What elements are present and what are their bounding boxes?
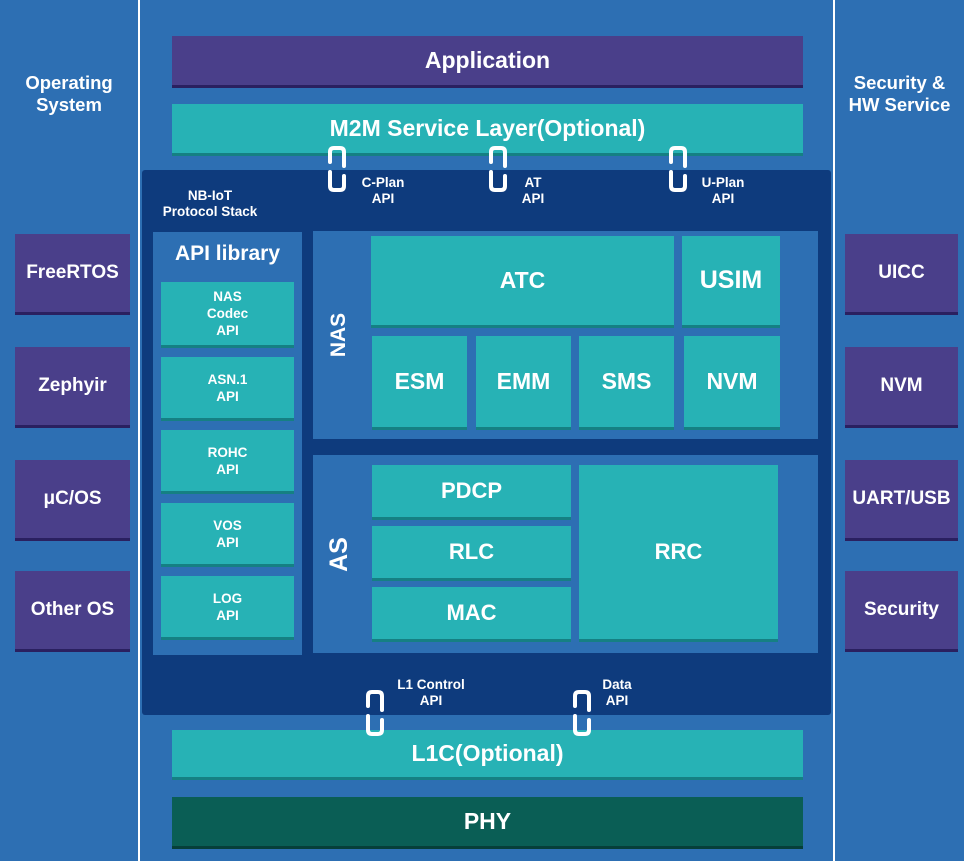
api-asn1: ASN.1 API xyxy=(161,357,294,421)
nas-label: NAS xyxy=(313,231,365,439)
os-other: Other OS xyxy=(15,571,130,652)
security-column-title: Security & HW Service xyxy=(848,72,951,115)
at-link-icon xyxy=(489,146,507,192)
os-column-title: Operating System xyxy=(25,72,113,115)
l1-control-link-icon xyxy=(366,690,384,736)
nas-emm: EMM xyxy=(476,336,571,430)
nas-esm: ESM xyxy=(372,336,467,430)
api-log: LOG API xyxy=(161,576,294,640)
api-vos: VOS API xyxy=(161,503,294,567)
application-bar: Application xyxy=(172,36,803,88)
nas-usim: USIM xyxy=(682,236,780,328)
nas-atc: ATC xyxy=(371,236,674,328)
data-link-icon xyxy=(573,690,591,736)
as-rlc: RLC xyxy=(372,526,571,581)
as-pdcp: PDCP xyxy=(372,465,571,520)
nas-nvm: NVM xyxy=(684,336,780,430)
nas-label-text: NAS xyxy=(327,312,350,358)
hw-uart-usb: UART/USB xyxy=(845,460,958,541)
l1c-bar: L1C(Optional) xyxy=(172,730,803,780)
as-rrc: RRC xyxy=(579,465,778,642)
os-freertos: FreeRTOS xyxy=(15,234,130,315)
m2m-service-layer: M2M Service Layer(Optional) xyxy=(172,104,803,156)
api-rohc: ROHC API xyxy=(161,430,294,494)
security-column xyxy=(835,0,964,861)
l1-control-api-label: L1 Control API xyxy=(397,677,465,708)
hw-security: Security xyxy=(845,571,958,652)
phy-bar: PHY xyxy=(172,797,803,849)
protocol-stack-title: NB-IoT Protocol Stack xyxy=(162,188,258,219)
data-api-label: Data API xyxy=(602,677,632,708)
api-library-title: API library xyxy=(174,242,281,265)
c-plan-link-icon xyxy=(328,146,346,192)
hw-uicc: UICC xyxy=(845,234,958,315)
os-column xyxy=(0,0,138,861)
u-plan-api-label: U-Plan API xyxy=(701,175,745,206)
u-plan-link-icon xyxy=(669,146,687,192)
os-ucos: μC/OS xyxy=(15,460,130,541)
c-plan-api-label: C-Plan API xyxy=(361,175,405,206)
os-zephyir: Zephyir xyxy=(15,347,130,428)
as-mac: MAC xyxy=(372,587,571,642)
hw-nvm: NVM xyxy=(845,347,958,428)
nas-sms: SMS xyxy=(579,336,674,430)
as-label-text: AS xyxy=(324,536,353,572)
api-nas-codec: NAS Codec API xyxy=(161,282,294,348)
at-api-label: AT API xyxy=(521,175,545,206)
as-label: AS xyxy=(313,455,365,653)
